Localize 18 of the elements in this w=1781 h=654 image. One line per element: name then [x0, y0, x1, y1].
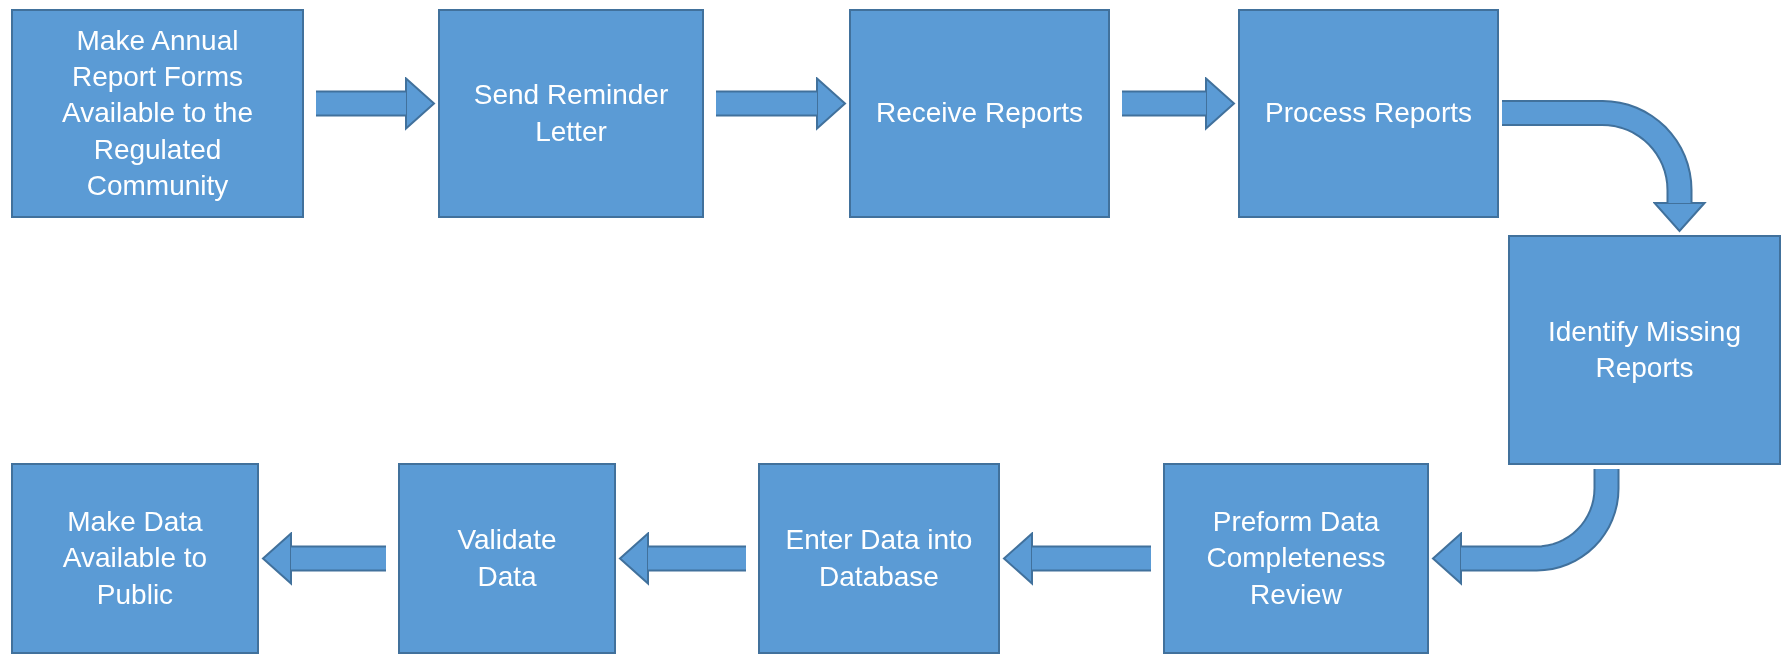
step-label: Identify Missing Reports: [1547, 314, 1742, 385]
process-box: [849, 9, 1110, 218]
process-box: [758, 463, 1000, 654]
process-box: [11, 463, 259, 654]
step-label: Make Data Available to Public: [61, 504, 209, 612]
step-label: Validate Data: [456, 523, 558, 594]
process-box: [1163, 463, 1429, 654]
step-label: Send Reminder Letter: [472, 78, 670, 149]
step-label: Make Annual Report Forms Available to the Regulated Community: [61, 23, 254, 204]
process-box: [438, 9, 704, 218]
step-label: Preform Data Completeness Review: [1205, 504, 1387, 612]
step-label: Receive Reports: [876, 96, 1083, 131]
process-box: [1238, 9, 1499, 218]
step-label: Enter Data into Database: [784, 523, 974, 594]
step-label: Process Reports: [1265, 96, 1472, 131]
process-box: [398, 463, 616, 654]
process-box: [11, 9, 304, 218]
process-box: [1508, 235, 1781, 465]
